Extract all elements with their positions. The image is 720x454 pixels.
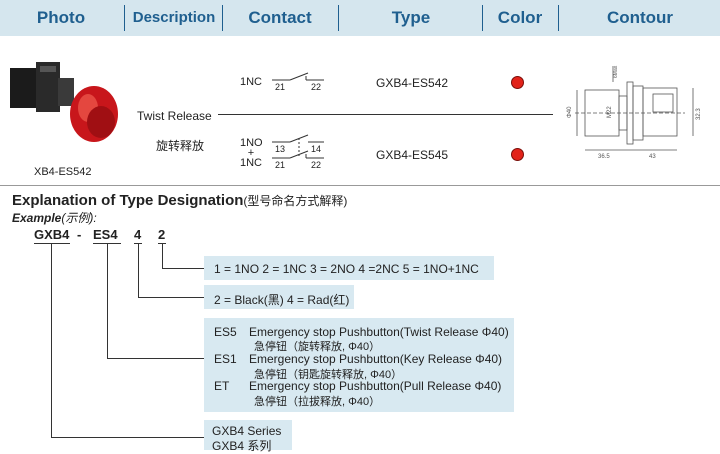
dim-label: Φ40 — [567, 106, 573, 118]
code-part-contact: 2 — [158, 227, 166, 242]
model-code: ES5 — [214, 325, 237, 339]
header-type: Type — [391, 8, 431, 27]
explanation-title-cn: (型号命名方式解释) — [243, 194, 348, 208]
code-underline — [34, 243, 70, 244]
contact-line: + — [247, 147, 255, 159]
connector-line — [51, 243, 52, 438]
example-cn: (示例): — [61, 211, 97, 225]
model-code: ES1 — [214, 352, 237, 366]
color-red-dot — [511, 148, 524, 161]
dim-label: 32.3 — [696, 108, 702, 120]
table-header: Photo Description Contact Type Color Con… — [0, 0, 720, 36]
dim-label: M22 — [607, 106, 613, 118]
code-part-es4: ES4 — [93, 227, 118, 242]
header-separator — [222, 5, 223, 31]
connector-line — [162, 243, 163, 269]
model-cn: 急停钮（旋转释放, Φ40） — [254, 341, 381, 353]
model-cn: 急停钮（拉拔释放, Φ40） — [254, 396, 381, 408]
terminal: 13 — [275, 144, 286, 154]
row-divider-line — [218, 114, 553, 115]
code-part-dash: - — [77, 227, 82, 242]
contact-1no-1nc: 1NO + 1NC — [240, 137, 263, 169]
explain-box-model: ES5 Emergency stop Pushbutton(Twist Rele… — [204, 318, 514, 412]
code-part-color: 4 — [134, 227, 142, 242]
example-label: Example(示例): — [12, 209, 97, 226]
contour-drawing: Φ40 M22 32.3 36.5 43 6Max — [567, 65, 702, 160]
model-en: Emergency stop Pushbutton(Key Release Φ4… — [249, 352, 503, 366]
explain-box-color-text: 2 = Black(黑) 4 = Rad(红) — [214, 293, 350, 307]
type-gxb4-es542: GXB4-ES542 — [376, 76, 449, 90]
terminal: 21 — [275, 160, 286, 170]
contact-1nc: 1NC — [240, 76, 263, 88]
connector-line — [107, 243, 108, 359]
terminal: 22 — [311, 160, 322, 170]
dim-label: 36.5 — [598, 154, 610, 160]
connector-line — [162, 268, 204, 269]
section-divider — [0, 185, 720, 186]
example-en: Example — [12, 211, 62, 225]
terminal: 14 — [311, 144, 322, 154]
model-en: Emergency stop Pushbutton(Twist Release … — [249, 325, 509, 339]
terminal: 21 — [275, 82, 286, 92]
header-separator — [338, 5, 339, 31]
product-photo — [10, 62, 118, 142]
dim-label: 43 — [649, 154, 656, 160]
explain-box-contact: 1 = 1NO 2 = 1NC 3 = 2NO 4 =2NC 5 = 1NO+1… — [204, 256, 494, 280]
connector-line — [51, 437, 204, 438]
description-cn: 旋转释放 — [156, 139, 205, 153]
connector-line — [107, 358, 204, 359]
contact-symbol-nc — [272, 72, 324, 81]
header-color: Color — [497, 8, 543, 27]
explanation-title: Explanation of Type Designation(型号命名方式解释… — [12, 192, 347, 209]
photo-caption: XB4-ES542 — [34, 166, 92, 178]
explanation-title-en: Explanation of Type Designation — [12, 192, 244, 209]
explain-box-contact-text: 1 = 1NO 2 = 1NC 3 = 2NO 4 =2NC 5 = 1NO+1… — [214, 262, 479, 276]
header-separator — [124, 5, 125, 31]
dim-label: 6Max — [613, 65, 619, 78]
description-en: Twist Release — [137, 109, 212, 123]
connector-line — [138, 297, 204, 298]
model-en: Emergency stop Pushbutton(Pull Release Φ… — [249, 379, 502, 393]
contact-symbol-no-nc — [272, 134, 324, 159]
series-en: GXB4 Series — [212, 424, 282, 438]
terminal: 22 — [311, 82, 322, 92]
type-gxb4-es545: GXB4-ES545 — [376, 148, 449, 162]
header-photo: Photo — [36, 8, 86, 27]
color-red-dot — [511, 76, 524, 89]
series-cn: GXB4 系列 — [212, 439, 272, 453]
model-code: ET — [214, 379, 230, 393]
contact-line: 1NO — [240, 137, 263, 149]
explain-box-color: 2 = Black(黑) 4 = Rad(红) — [204, 285, 354, 309]
header-separator — [482, 5, 483, 31]
model-cn: 急停钮（钥匙旋转释放, Φ40） — [254, 369, 403, 381]
explain-box-series: GXB4 Series GXB4 系列 — [204, 420, 292, 453]
header-description: Description — [132, 9, 216, 26]
contact-line: 1NC — [240, 157, 263, 169]
header-contact: Contact — [248, 8, 312, 27]
code-part-gxb4: GXB4 — [34, 227, 70, 242]
header-separator — [558, 5, 559, 31]
connector-line — [138, 243, 139, 298]
header-contour: Contour — [606, 8, 674, 27]
